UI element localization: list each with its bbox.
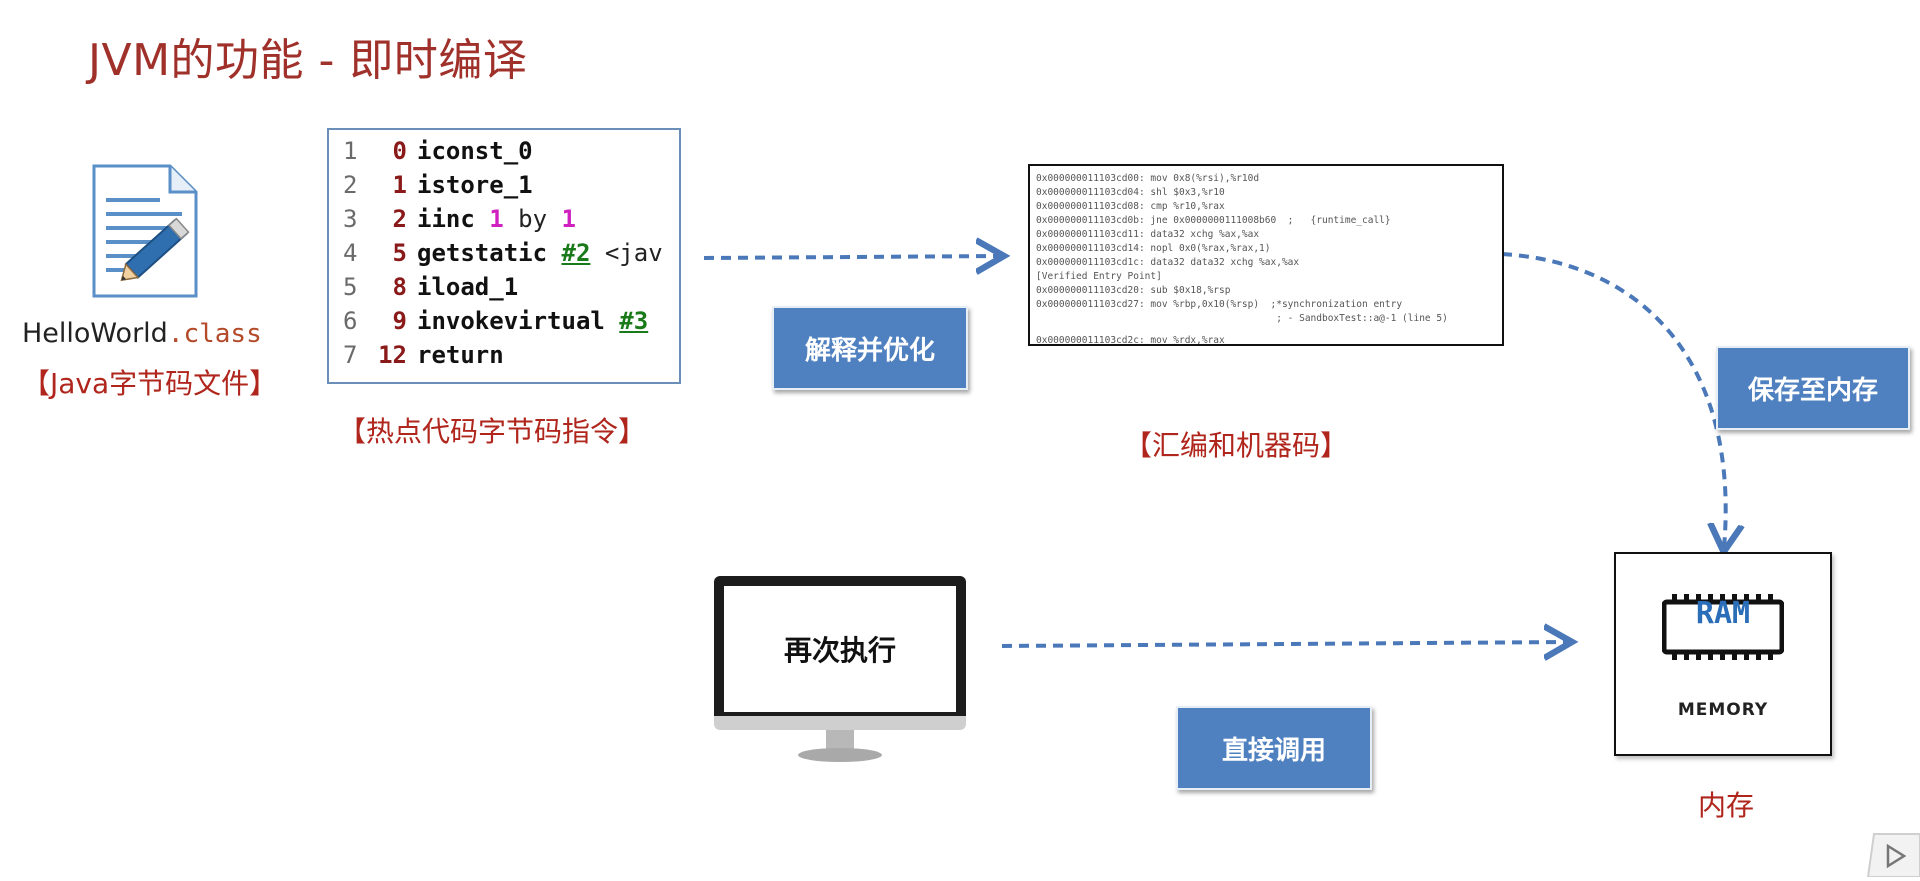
- bytecode-listing: 1 0 iconst_0 2 1 istore_1 3 2 iinc 1 by …: [327, 128, 681, 384]
- interpret-optimize-label: 解释并优化: [772, 306, 968, 390]
- ram-chip-icon: [1662, 594, 1784, 660]
- arrow-bytecode-to-assembly: [703, 256, 1000, 258]
- assembly-caption: 【汇编和机器码】: [1124, 429, 1349, 462]
- class-file-name: HelloWorld.class: [22, 318, 262, 349]
- assembly-line: 0x000000011103cd20: sub $0x18,%rsp: [1036, 285, 1231, 296]
- assembly-line: ; - SandboxTest::a@-1 (line 5): [1036, 313, 1448, 324]
- direct-call-label: 直接调用: [1176, 706, 1372, 790]
- assembly-line: 0x000000011103cd1c: data32 data32 xchg %…: [1036, 257, 1300, 268]
- assembly-line: 0x000000011103cd08: cmp %r10,%rax: [1036, 201, 1225, 212]
- assembly-line: 0x000000011103cd0b: jne 0x0000000111008b…: [1036, 215, 1391, 226]
- arrow-monitor-to-memory: [1001, 642, 1568, 646]
- memory-label: MEMORY: [1677, 700, 1769, 720]
- play-icon[interactable]: [1864, 830, 1920, 878]
- arrow-assembly-to-memory: [1501, 252, 1726, 548]
- class-file-caption: 【Java字节码文件】: [22, 367, 278, 400]
- assembly-line: 0x000000011103cd00: mov 0x8(%rsi),%r10d: [1036, 173, 1260, 184]
- save-to-memory-label: 保存至内存: [1716, 346, 1910, 430]
- assembly-line: 0x000000011103cd2c: mov %rdx,%rax: [1036, 335, 1225, 346]
- ram-label: RAM: [1695, 596, 1751, 631]
- document-pencil-icon: [92, 164, 198, 298]
- assembly-line: 0x000000011103cd14: nopl 0x0(%rax,%rax,1…: [1036, 243, 1271, 254]
- memory-caption: 内存: [1698, 789, 1755, 822]
- memory-box: RAM MEMORY: [1614, 552, 1832, 756]
- assembly-line: 0x000000011103cd11: data32 xchg %ax,%ax: [1036, 229, 1260, 240]
- assembly-line: 0x000000011103cd27: mov %rbp,0x10(%rsp) …: [1036, 299, 1403, 310]
- assembly-line: 0x000000011103cd04: shl $0x3,%r10: [1036, 187, 1225, 198]
- execute-again-text: 再次执行: [724, 586, 956, 712]
- monitor-icon: 再次执行: [714, 576, 966, 764]
- assembly-line: [Verified Entry Point]: [1036, 271, 1162, 282]
- page-title: JVM的功能 - 即时编译: [88, 35, 528, 86]
- assembly-listing: 0x000000011103cd00: mov 0x8(%rsi),%r10d …: [1028, 164, 1504, 346]
- bytecode-caption: 【热点代码字节码指令】: [338, 415, 647, 448]
